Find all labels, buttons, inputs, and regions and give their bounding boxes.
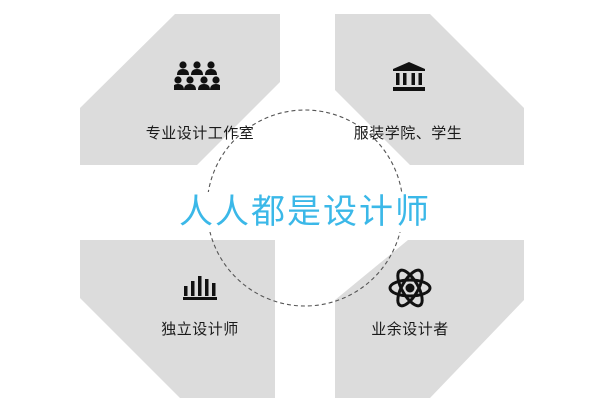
panel-bottom-right xyxy=(335,240,524,398)
center-title: 人人都是设计师 xyxy=(175,192,435,232)
atom-icon xyxy=(388,268,432,308)
label-top-left: 专业设计工作室 xyxy=(145,124,255,142)
label-bottom-right: 业余设计者 xyxy=(371,320,449,338)
group-people-icon xyxy=(174,61,220,90)
label-top-right: 服装学院、学生 xyxy=(353,124,463,142)
institution-building-icon xyxy=(393,62,425,91)
panel-top-right xyxy=(335,14,524,165)
bar-chart-icon xyxy=(183,276,217,300)
label-bottom-left: 独立设计师 xyxy=(161,320,239,338)
panel-bottom-left xyxy=(80,240,275,398)
